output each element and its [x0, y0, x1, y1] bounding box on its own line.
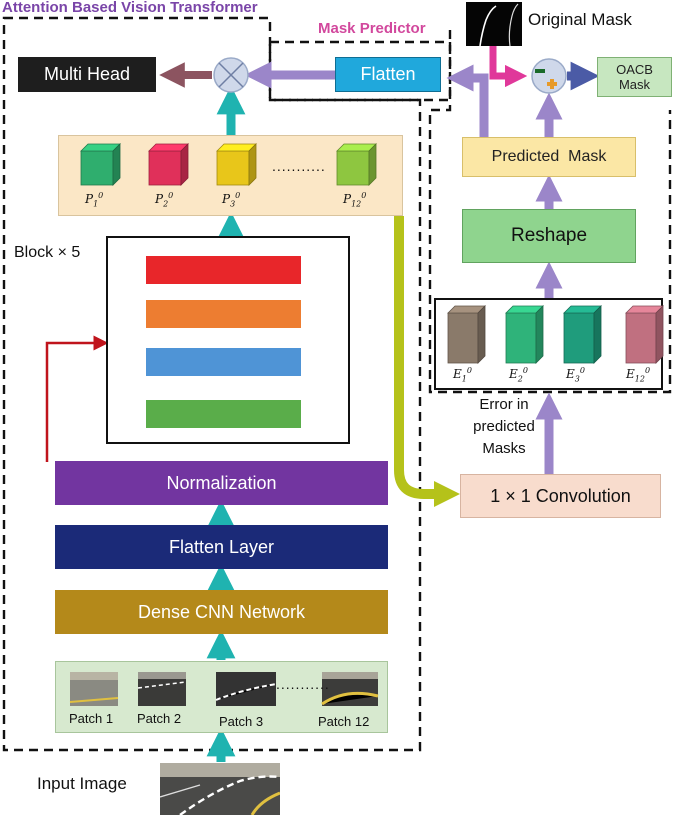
- e-label-3: E30: [566, 366, 585, 384]
- predicted-mask-node: Predicted Mask: [462, 137, 636, 177]
- normalization-layer: Normalization: [55, 461, 388, 505]
- dense-cnn-label: Dense CNN Network: [137, 601, 306, 622]
- input-image: [160, 763, 280, 815]
- patch-12-image: [321, 672, 379, 706]
- p-label-2: P20: [155, 191, 174, 209]
- conv-label: 1 × 1 Convolution: [490, 485, 631, 506]
- multi-head-label: Multi Head: [43, 64, 131, 84]
- p-label-1: P10: [85, 191, 104, 209]
- patch-ellipsis: ...........: [276, 676, 330, 692]
- patch-12-label: Patch 12: [318, 714, 370, 729]
- skip-connection-arrow: [45, 335, 109, 462]
- arrow-p-to-conv: [394, 216, 460, 507]
- mask-predictor-title: Mask Predictor: [318, 20, 426, 37]
- p-cube-3: [216, 143, 257, 186]
- e-cubes: [447, 305, 664, 364]
- error-in-predicted-masks-label: Error in predicted Masks: [473, 396, 535, 457]
- block-bar-red: [146, 256, 301, 284]
- transformer-block: [106, 236, 350, 444]
- patch-1-label: Patch 1: [69, 711, 114, 726]
- conv-1x1-node: 1 × 1 Convolution: [460, 474, 661, 518]
- patch-1-image: [69, 672, 119, 706]
- e-label-1: E10: [453, 366, 472, 384]
- oacb-mask-node: OACB Mask: [597, 57, 672, 97]
- mask-predictor-body-outline: [428, 30, 672, 394]
- error-embeddings-box: E10 E20 E30 E120: [434, 298, 664, 390]
- flatten-layer: Flatten Layer: [55, 525, 388, 569]
- e-cube-2: [505, 305, 544, 364]
- original-mask-label: Original Mask: [528, 10, 632, 29]
- e-label-2: E20: [509, 366, 528, 384]
- original-mask-image: [466, 2, 522, 46]
- dense-cnn-network: Dense CNN Network: [55, 590, 388, 634]
- reshape-node: Reshape: [462, 209, 636, 263]
- vit-region-outline: [2, 16, 422, 752]
- oacb-label-line2: Mask: [618, 77, 651, 92]
- block-bar-blue: [146, 348, 301, 376]
- normalization-label: Normalization: [166, 472, 277, 493]
- p-cube-1: [80, 143, 121, 186]
- multi-head-node: Multi Head: [18, 57, 156, 92]
- e-cube-1: [447, 305, 486, 364]
- p-label-12: P120: [343, 191, 367, 209]
- flatten-node: Flatten: [335, 57, 441, 92]
- e-cube-12: [625, 305, 664, 364]
- p-ellipsis: ...........: [272, 158, 326, 174]
- flatten-layer-label: Flatten Layer: [168, 536, 275, 557]
- input-image-label: Input Image: [37, 774, 127, 793]
- arrow-predmask-to-flatten: [446, 64, 489, 137]
- patch-2-image: [137, 672, 187, 706]
- e-label-12: E120: [626, 366, 651, 384]
- e-cube-3: [563, 305, 602, 364]
- p-cube-2: [148, 143, 189, 186]
- multiply-operator: [213, 57, 249, 93]
- vit-region-title: Attention Based Vision Transformer: [2, 0, 258, 16]
- oacb-label-line1: OACB: [616, 62, 653, 77]
- block-repeat-label: Block × 5: [14, 244, 81, 261]
- p-cube-12: [336, 143, 377, 186]
- patch-thumbnails: [69, 672, 379, 706]
- p-cubes: [80, 143, 377, 186]
- p-label-3: P30: [222, 191, 241, 209]
- subtract-operator: [531, 58, 567, 94]
- reshape-label: Reshape: [510, 225, 588, 246]
- block-bar-green: [146, 400, 301, 428]
- predicted-mask-label: Predicted Mask: [491, 148, 607, 165]
- patch-embeddings-box: P10 P20 P30 ........... P120: [58, 135, 403, 216]
- flatten-label: Flatten: [360, 64, 416, 84]
- image-patches-box: Patch 1 Patch 2 Patch 3 ........... Patc…: [55, 661, 388, 733]
- arrow-origmask-to-subtract: [489, 46, 528, 88]
- block-bar-orange: [146, 300, 301, 328]
- patch-3-image: [215, 672, 277, 706]
- patch-2-label: Patch 2: [137, 711, 182, 726]
- patch-3-label: Patch 3: [219, 714, 264, 729]
